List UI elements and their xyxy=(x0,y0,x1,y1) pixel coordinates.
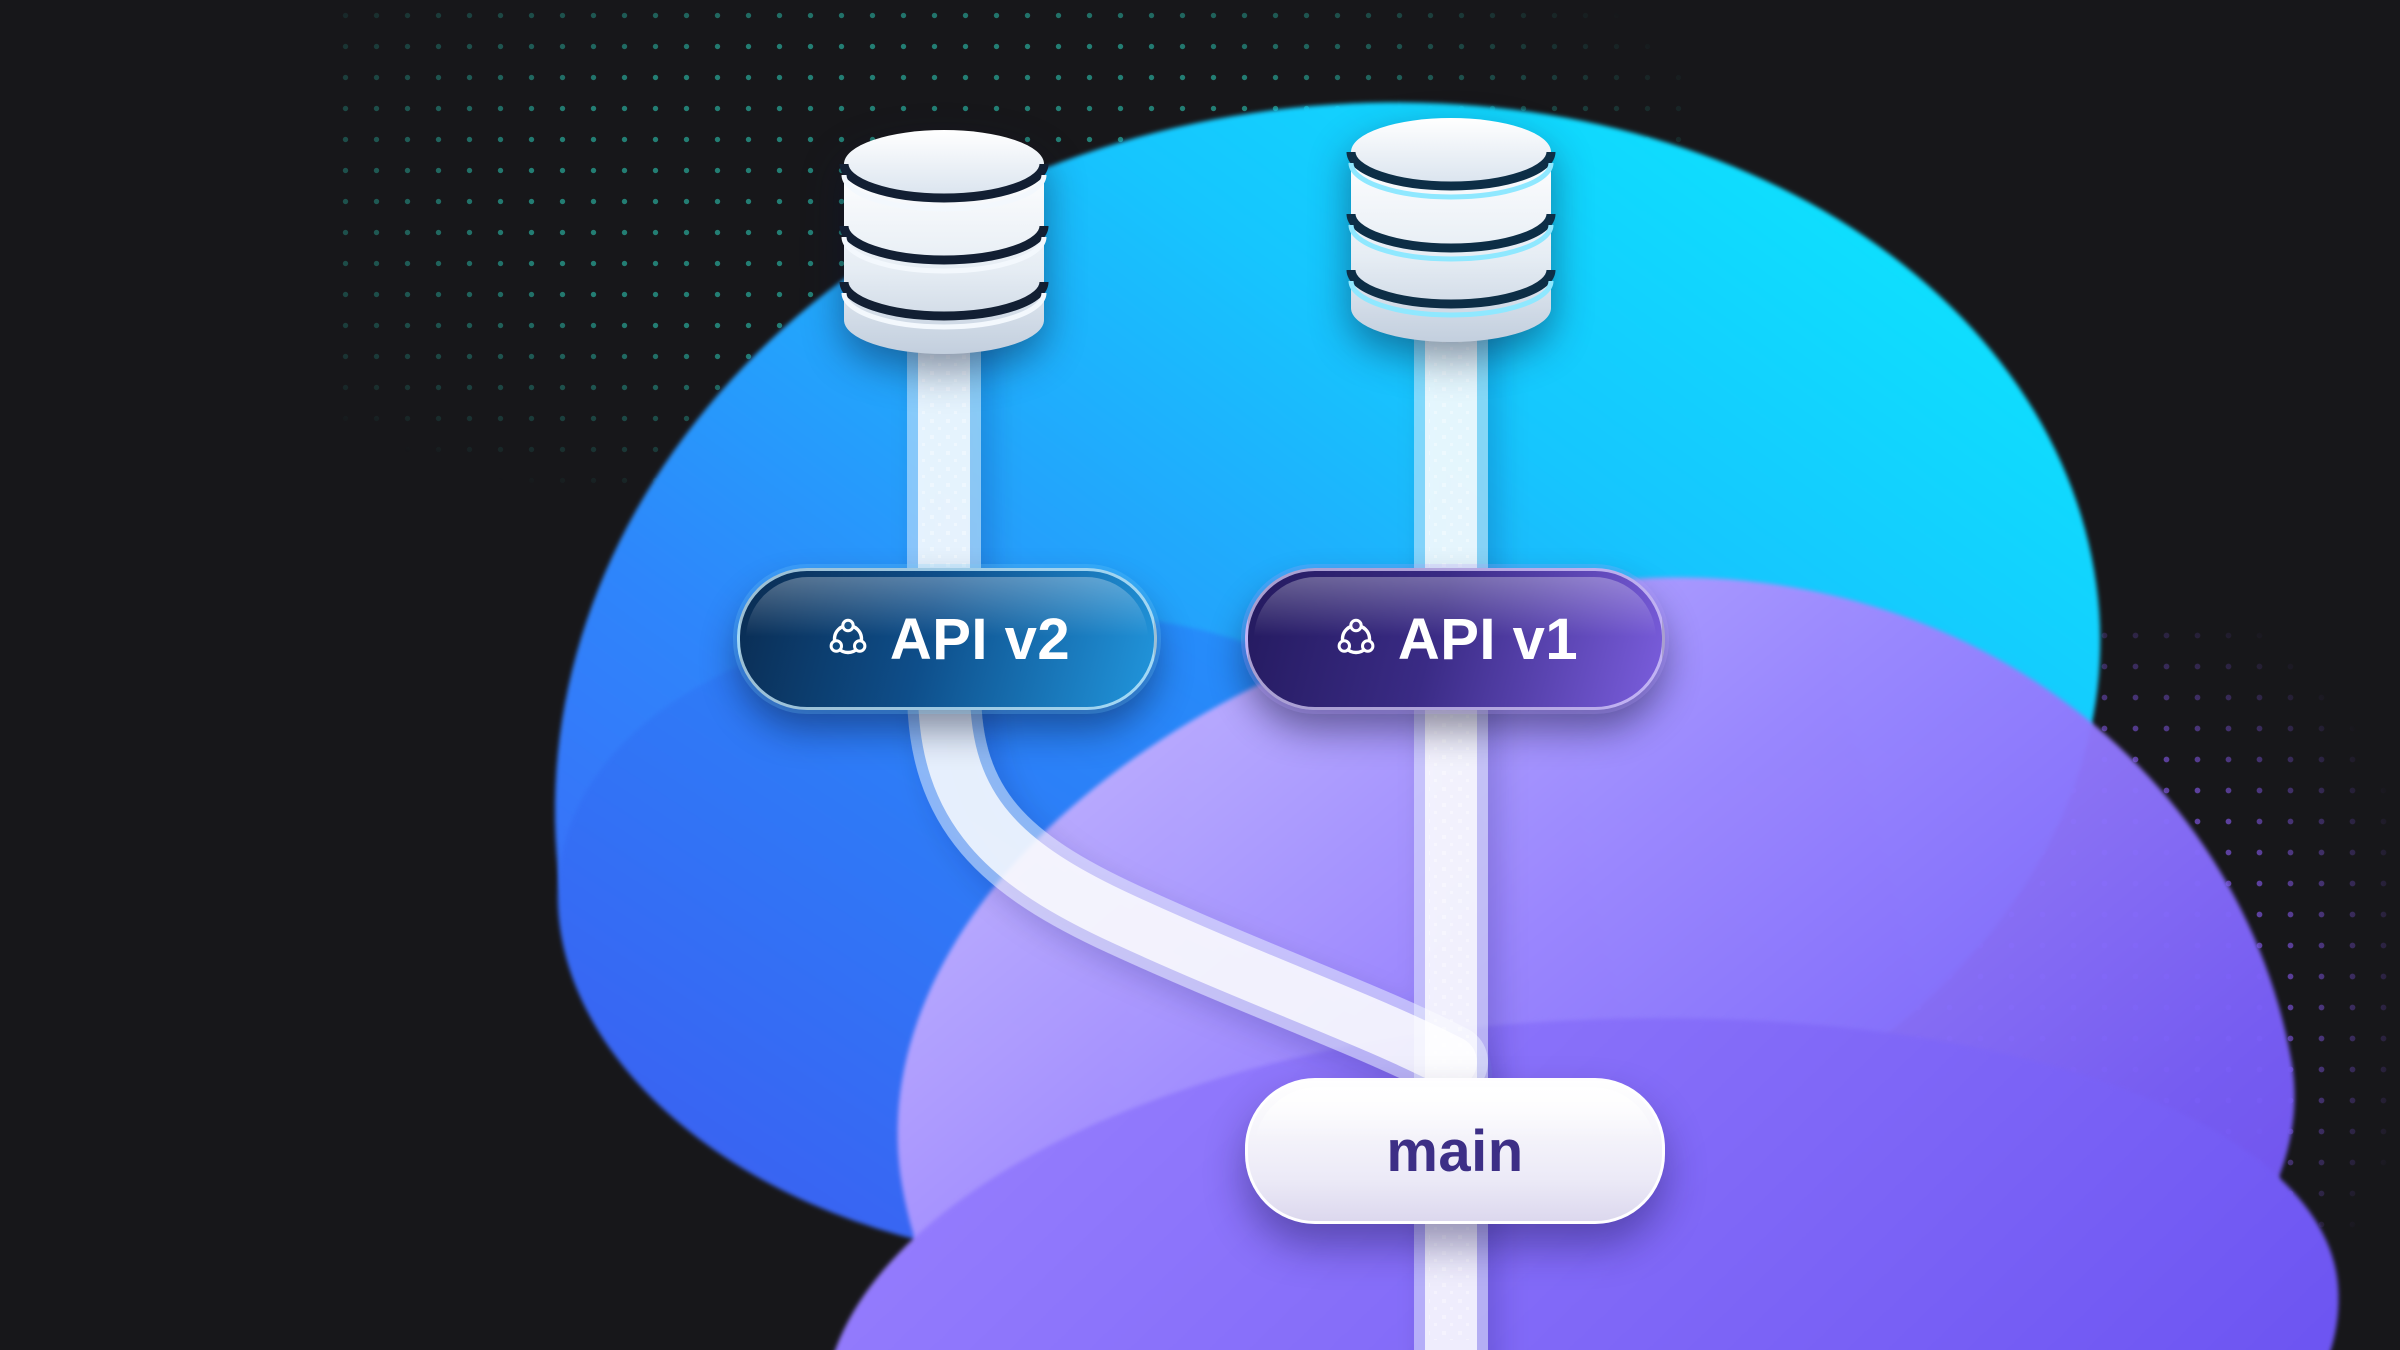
database-icon xyxy=(838,124,1050,370)
api-cycle-icon xyxy=(829,618,867,655)
branch-label-api-v1: API v1 xyxy=(1397,606,1579,672)
branch-label-main: main xyxy=(1386,1118,1524,1184)
branch-badge-api-v1: API v1 xyxy=(1245,568,1665,710)
branch-label-api-v2: API v2 xyxy=(889,606,1071,672)
branch-badge-main: main xyxy=(1245,1078,1665,1224)
api-cycle-icon xyxy=(1337,618,1375,655)
database-icon xyxy=(1345,112,1557,358)
branch-badge-api-v2: API v2 xyxy=(737,568,1157,710)
